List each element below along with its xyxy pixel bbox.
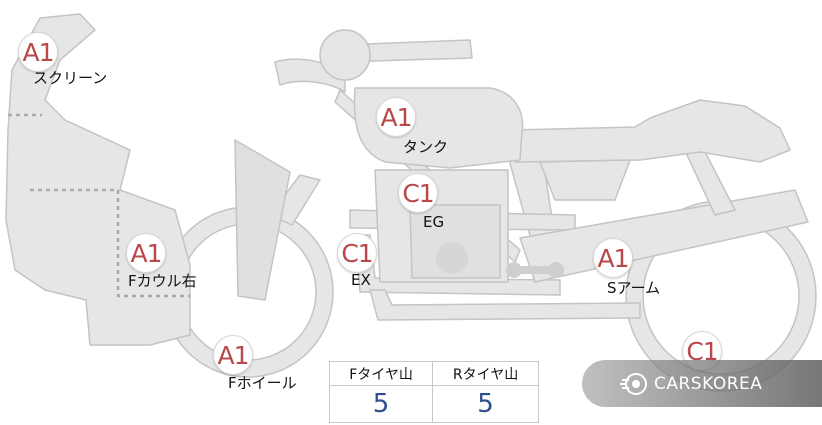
part-label-front-wheel: Fホイール (228, 374, 297, 392)
part-label-front-cowl: Fカウル右 (128, 272, 197, 290)
grade-badge-engine[interactable]: C1 (398, 173, 438, 213)
grade-badge-swing-arm[interactable]: A1 (593, 238, 633, 278)
seat-shape (511, 99, 791, 163)
part-label-screen: スクリーン (33, 69, 108, 87)
carskorea-logo-icon (620, 372, 647, 395)
tire-tread-table: Fタイヤ山 Rタイヤ山 5 5 (328, 361, 539, 423)
watermark-text: CARSKOREA (654, 373, 763, 394)
grade-badge-tank[interactable]: A1 (376, 97, 416, 137)
grade-badge-front-cowl[interactable]: A1 (126, 233, 166, 273)
carskorea-watermark: CARSKOREA (582, 360, 822, 407)
part-label-engine: EG (423, 213, 445, 231)
front-tread-header: Fタイヤ山 (328, 361, 434, 386)
part-label-tank: タンク (403, 138, 449, 156)
part-label-exhaust: EX (351, 271, 371, 289)
rear-tread-value: 5 (432, 385, 539, 423)
grade-badge-front-wheel[interactable]: A1 (213, 335, 253, 375)
front-tread-value: 5 (328, 385, 434, 423)
rear-tread-header: Rタイヤ山 (432, 361, 539, 386)
part-label-swing-arm: Sアーム (607, 279, 661, 297)
grade-badge-exhaust[interactable]: C1 (337, 233, 377, 273)
grade-badge-screen[interactable]: A1 (18, 32, 58, 72)
